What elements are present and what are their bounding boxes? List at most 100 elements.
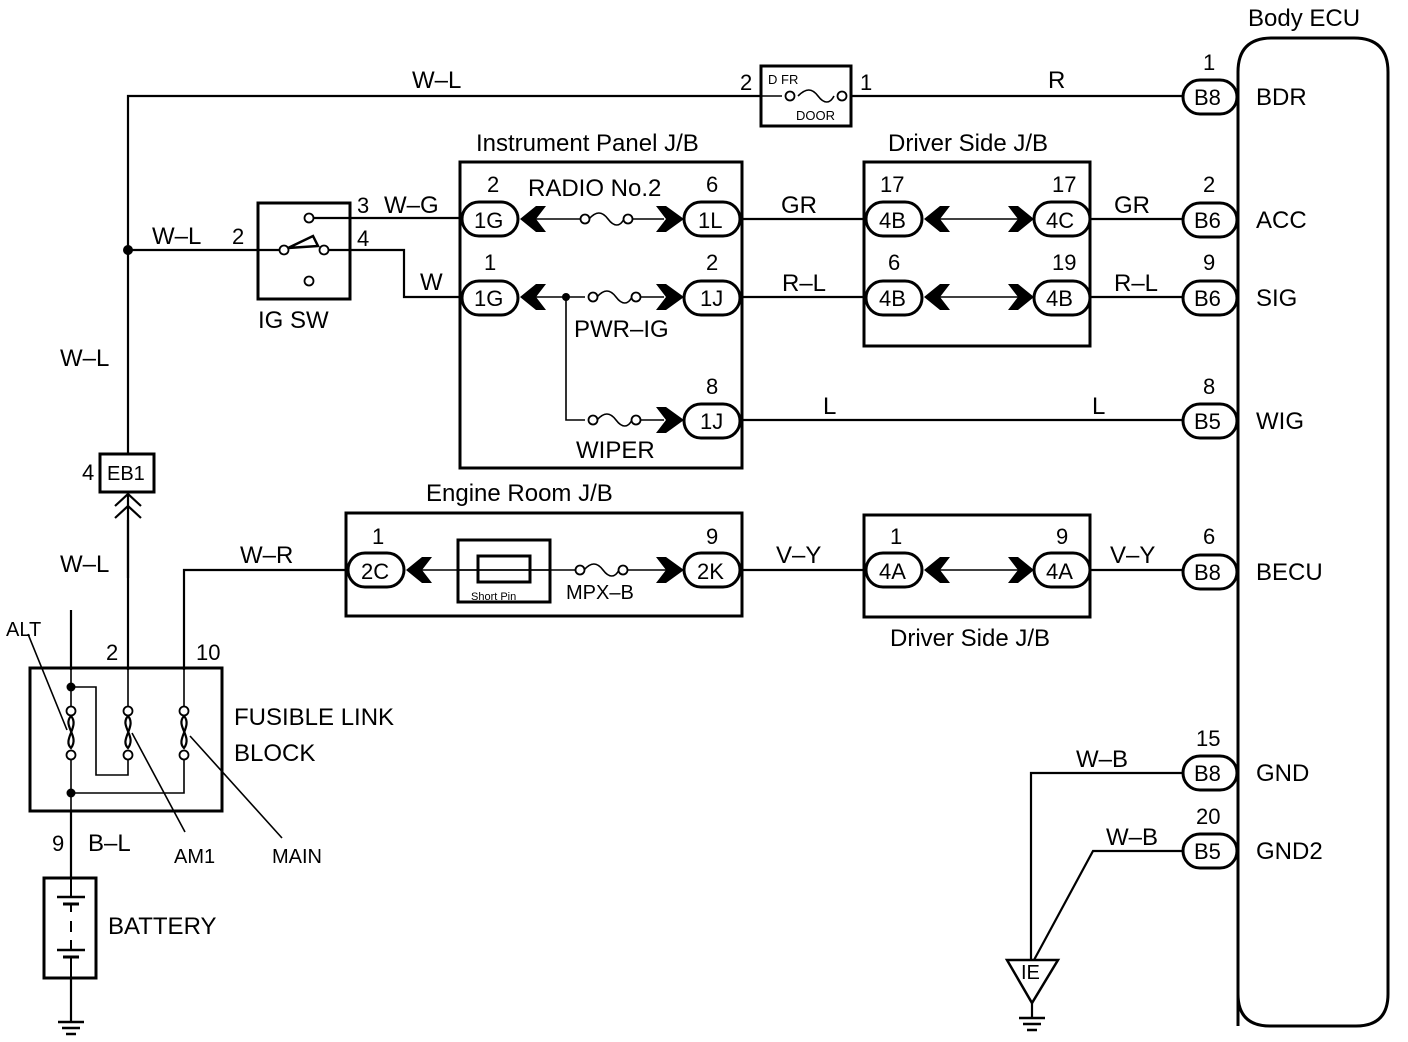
fuse-terminal: [630, 291, 642, 303]
fuse-label: D FR: [768, 72, 798, 87]
fusible-link-icon: [180, 714, 188, 750]
fuse-terminal: [630, 414, 642, 426]
fuse-terminal: [784, 90, 796, 102]
driver-side-jb-top: Driver Side J/B 17 4B 17 4C 6 4B 19 4B: [862, 130, 1092, 348]
wire-wb: [1033, 849, 1183, 961]
eb1-box: [98, 452, 156, 494]
wire-color-label: R–L: [782, 270, 826, 297]
connector-arrow-icon: [924, 206, 950, 232]
pin-number: 8: [706, 374, 718, 399]
ecu-terminal-gnd2: 20 B5 GND2: [1181, 804, 1323, 870]
pin-number: 2: [740, 70, 752, 95]
fuse-terminal: [587, 414, 599, 426]
ground-point-icon: [1004, 958, 1061, 1006]
fuse-label: DOOR: [796, 108, 835, 123]
fuse-icon: [596, 290, 633, 304]
connector-arrow-icon: [520, 206, 546, 232]
pin-number: 2: [106, 640, 118, 665]
link-terminal: [65, 749, 77, 761]
wire-color-label: L: [1092, 393, 1105, 420]
connector-arrow-icon: [656, 557, 684, 583]
fusible-link-icon: [124, 714, 132, 750]
fuse-icon: [596, 413, 633, 427]
connector-id: 4B: [1046, 286, 1073, 311]
leader-line: [189, 735, 283, 839]
wire-color-label: B–L: [88, 830, 131, 857]
pin-number: 10: [196, 640, 220, 665]
connector-arrow-icon: [656, 206, 684, 232]
pin-number: 6: [1203, 524, 1215, 549]
connector-oval: [460, 200, 520, 238]
connector-oval: [1032, 279, 1092, 317]
connector-oval: [346, 551, 406, 589]
fusible-link-label: FUSIBLE LINK: [234, 704, 394, 731]
connector-id: 4B: [879, 208, 906, 233]
fuse-terminal: [574, 564, 586, 576]
connector-arrow-icon: [1008, 284, 1034, 310]
wire-r-bdr: R: [851, 67, 1183, 98]
pin-number: 9: [1203, 250, 1215, 275]
eb1-label: EB1: [107, 463, 145, 485]
wire: [71, 686, 129, 776]
connector-oval: [864, 551, 924, 589]
battery-label: BATTERY: [108, 913, 216, 940]
jb-box: [344, 511, 744, 618]
connector-id: 4A: [1046, 559, 1073, 584]
fuse-terminal: [579, 213, 591, 225]
connector-chevron-icon: [114, 504, 142, 519]
wire-color-label: W–L: [152, 223, 201, 250]
ecu-terminal-acc: 2 B6 ACC: [1181, 172, 1307, 239]
jb-label: Engine Room J/B: [426, 480, 613, 507]
pin-number: 6: [706, 172, 718, 197]
connector-id: B8: [1194, 85, 1221, 110]
connector-id: B5: [1194, 839, 1221, 864]
terminal-name: GND2: [1256, 838, 1323, 865]
wire-vy: V–Y V–Y: [740, 542, 1183, 572]
wire: [565, 297, 585, 421]
wire-color-label: W–G: [384, 192, 439, 219]
ground-ie: W–B W–B IE: [1004, 746, 1183, 1032]
connector-id: B8: [1194, 761, 1221, 786]
fuse-icon: [761, 89, 851, 103]
body-ecu: Body ECU: [1236, 5, 1390, 1028]
connector-arrow-icon: [924, 557, 950, 583]
connector-id: 2C: [361, 559, 389, 584]
wire-l: L L: [740, 393, 1183, 422]
pin-number: 9: [52, 831, 64, 856]
connector-id: B6: [1194, 286, 1221, 311]
pin-number: 15: [1196, 726, 1220, 751]
connector-id: 1G: [474, 286, 503, 311]
wire: [182, 568, 348, 670]
wire-color-label: W–L: [412, 67, 461, 94]
pin-number: 4: [82, 460, 94, 485]
ig-switch: 2 IG SW 3 4: [232, 193, 369, 334]
link-terminal: [122, 705, 134, 717]
wire-color-label: W: [420, 269, 443, 296]
link-label-alt: ALT: [6, 619, 41, 641]
terminal-name: WIG: [1256, 408, 1304, 435]
wire-rl: R–L R–L: [740, 270, 1183, 299]
pin-number: 2: [232, 224, 244, 249]
wire-color-label: L: [823, 393, 836, 420]
pin-number: 6: [888, 250, 900, 275]
pin-number: 17: [880, 172, 904, 197]
connector-arrow-icon: [406, 557, 432, 583]
connector-id: 1G: [474, 208, 503, 233]
eb1-connector: 4 EB1: [82, 452, 156, 519]
link-terminal: [65, 705, 77, 717]
switch-contact-st: [303, 275, 315, 287]
driver-side-jb-bottom: Driver Side J/B 1 4A 9 4A: [862, 513, 1092, 652]
wire-color-label: R: [1048, 67, 1065, 94]
connector-id: B5: [1194, 409, 1221, 434]
wire-wl-top: W–L: [126, 67, 760, 578]
connector-oval: [460, 279, 520, 317]
short-pin-box: [456, 538, 552, 604]
wire-w: W: [329, 248, 460, 299]
short-pin-label: Short Pin: [471, 591, 516, 603]
pin-number: 9: [1056, 524, 1068, 549]
switch-contact-acc: [303, 212, 315, 224]
pin-number: 4: [357, 226, 369, 251]
wire-wb: [1029, 771, 1183, 960]
instrument-panel-jb: Instrument Panel J/B 2 1G RADIO No.2 6 1…: [458, 130, 744, 470]
